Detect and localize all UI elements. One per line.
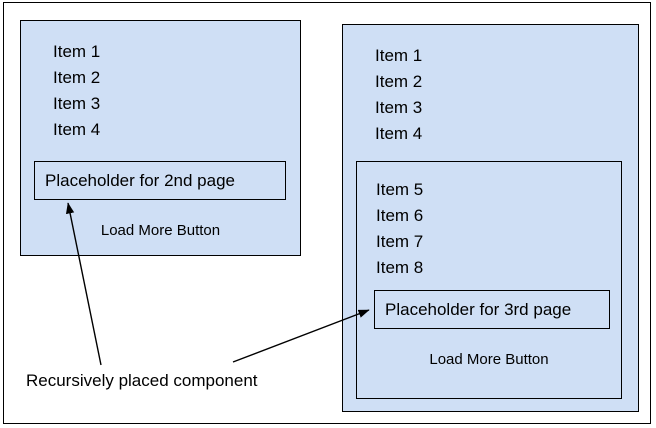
list-item: Item 4 (53, 120, 101, 139)
list-item: Item 6 (376, 206, 424, 225)
list-item: Item 7 (376, 232, 424, 251)
list-item: Item 3 (53, 94, 101, 113)
expanded-first-page-item-list: Item 1 Item 2 Item 3 Item 4 (375, 43, 422, 147)
first-page-component-box[interactable]: Item 1 Item 2 Item 3 Item 4 Placeholder … (20, 20, 301, 256)
expanded-component-box[interactable]: Item 1 Item 2 Item 3 Item 4 Item 5 Item … (342, 24, 639, 412)
second-page-item-list: Item 5 Item 6 Item 7 Item 8 (376, 177, 423, 281)
placeholder-3rd-page-label: Placeholder for 3rd page (385, 300, 572, 319)
list-item: Item 2 (53, 68, 101, 87)
load-more-button-left[interactable]: Load More Button (100, 222, 221, 239)
diagram-outer-frame (3, 2, 651, 424)
second-page-component-box[interactable]: Item 5 Item 6 Item 7 Item 8 Placeholder … (356, 161, 622, 399)
list-item: Item 5 (376, 180, 424, 199)
load-more-button-nested[interactable]: Load More Button (429, 351, 549, 368)
list-item: Item 8 (376, 258, 424, 277)
caption-recursively-placed-component: Recursively placed component (26, 371, 258, 390)
first-page-item-list: Item 1 Item 2 Item 3 Item 4 (53, 39, 100, 143)
list-item: Item 1 (53, 42, 101, 61)
list-item: Item 1 (375, 46, 423, 65)
placeholder-3rd-page-box[interactable]: Placeholder for 3rd page (374, 290, 610, 329)
list-item: Item 4 (375, 124, 423, 143)
list-item: Item 2 (375, 72, 423, 91)
list-item: Item 3 (375, 98, 423, 117)
placeholder-2nd-page-label: Placeholder for 2nd page (45, 171, 235, 190)
placeholder-2nd-page-box[interactable]: Placeholder for 2nd page (34, 161, 286, 200)
